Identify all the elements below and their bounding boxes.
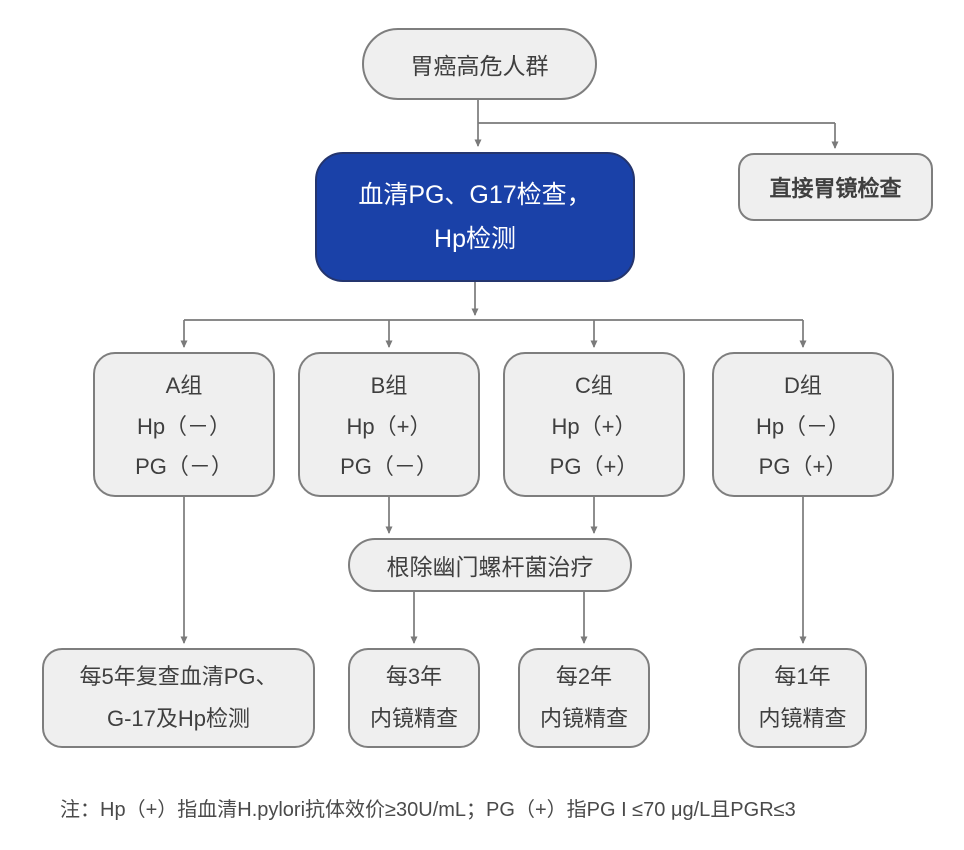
followup-2yr-line1: 每2年 — [555, 664, 613, 689]
group-d-node: D组 Hp（－） PG（+） — [712, 352, 894, 497]
serology-test-node: 血清PG、G17检查， Hp检测 — [315, 152, 635, 282]
serology-test-line2: Hp检测 — [434, 225, 516, 253]
start-node-high-risk-population: 胃癌高危人群 — [362, 28, 597, 100]
group-d-pg-status: PG（+） — [758, 453, 848, 479]
followup-2yr-line2: 内镜精查 — [539, 706, 628, 731]
followup-1yr-line2: 内镜精查 — [758, 706, 847, 731]
followup-3yr-line1: 每3年 — [385, 664, 443, 689]
group-c-node: C组 Hp（+） PG（+） — [503, 352, 685, 497]
followup-2yr-node: 每2年 内镜精查 — [518, 648, 650, 748]
hp-eradication-label: 根除幽门螺杆菌治疗 — [386, 554, 594, 580]
footnote: 注：Hp（+）指血清H.pylori抗体效价≥30U/mL；PG（+）指PG I… — [60, 799, 796, 821]
serology-test-line1: 血清PG、G17检查， — [358, 181, 592, 209]
group-b-hp-status: Hp（+） — [346, 413, 432, 439]
start-node-label: 胃癌高危人群 — [410, 53, 549, 79]
group-c-hp-status: Hp（+） — [551, 413, 637, 439]
group-a-pg-status: PG（－） — [135, 453, 233, 479]
hp-eradication-node: 根除幽门螺杆菌治疗 — [348, 538, 632, 592]
group-b-pg-status: PG（－） — [340, 453, 438, 479]
followup-1yr-node: 每1年 内镜精查 — [738, 648, 867, 748]
direct-gastroscopy-node: 直接胃镜检查 — [738, 153, 933, 221]
followup-1yr-line1: 每1年 — [774, 664, 831, 689]
group-b-node: B组 Hp（+） PG（－） — [298, 352, 480, 497]
group-a-node: A组 Hp（－） PG（－） — [93, 352, 275, 497]
group-a-title: A组 — [165, 373, 203, 399]
group-a-hp-status: Hp（－） — [136, 413, 232, 439]
group-d-hp-status: Hp（－） — [755, 413, 851, 439]
group-d-title: D组 — [784, 373, 822, 399]
followup-5yr-line1: 每5年复查血清PG、 — [79, 664, 278, 689]
group-b-title: B组 — [370, 373, 408, 399]
group-c-pg-status: PG（+） — [549, 453, 639, 479]
followup-5yr-node: 每5年复查血清PG、 G-17及Hp检测 — [42, 648, 315, 748]
followup-3yr-line2: 内镜精查 — [369, 706, 458, 731]
followup-5yr-line2: G-17及Hp检测 — [106, 706, 251, 731]
direct-gastroscopy-label: 直接胃镜检查 — [769, 176, 902, 201]
followup-3yr-node: 每3年 内镜精查 — [348, 648, 480, 748]
group-c-title: C组 — [575, 373, 613, 399]
